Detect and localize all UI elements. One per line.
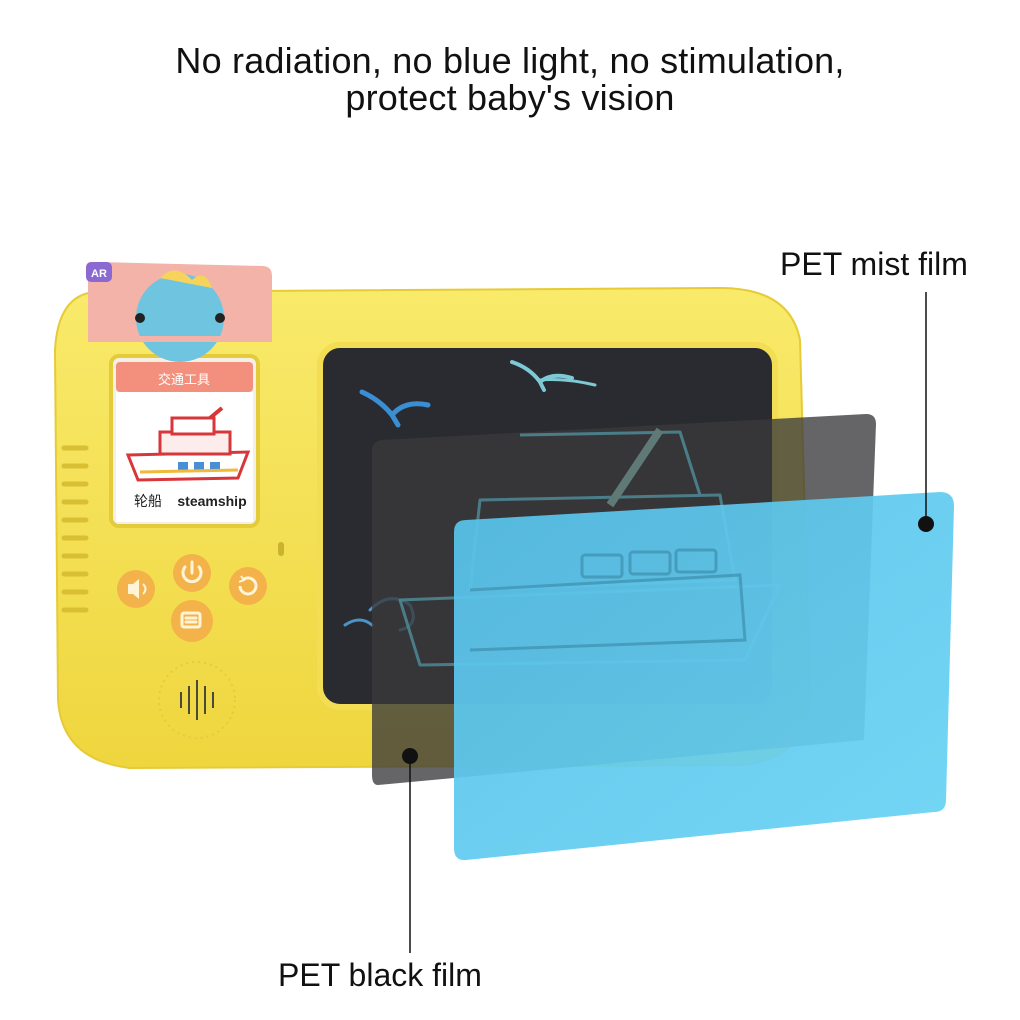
black-film-pointer [402,748,418,953]
pet-mist-film-label: PET mist film [780,246,968,282]
headline-line-1: No radiation, no blue light, no stimulat… [175,40,845,81]
ar-badge-label: AR [91,268,107,280]
mode-icon [180,611,202,629]
steamship-picture [125,406,251,482]
power-button[interactable] [173,554,211,592]
ar-badge [86,262,112,282]
card-word-en: steamship [177,493,246,509]
black-film-dot [402,748,418,764]
replay-icon [238,575,258,596]
replay-button[interactable] [229,567,267,605]
speaker-grille-icon [158,661,236,739]
headline-line-2: protect baby's vision [345,77,675,118]
ship-windows-through-film [469,548,747,652]
card-category-bar [116,362,253,392]
inserted-flash-card[interactable]: AR [86,262,272,362]
side-grip [61,445,89,613]
mode-button[interactable] [171,600,213,642]
volume-down-icon [128,579,147,599]
volume-down-button[interactable] [117,570,155,608]
pet-mist-film [454,492,954,861]
pet-black-film-label: PET black film [278,957,482,993]
mist-film-dot [918,516,934,532]
card-category: 交通工具 [158,372,210,387]
power-icon [181,560,203,584]
mist-film-pointer [918,292,934,532]
card-word-cn: 轮船 [134,493,162,509]
indicator-light [278,542,284,556]
